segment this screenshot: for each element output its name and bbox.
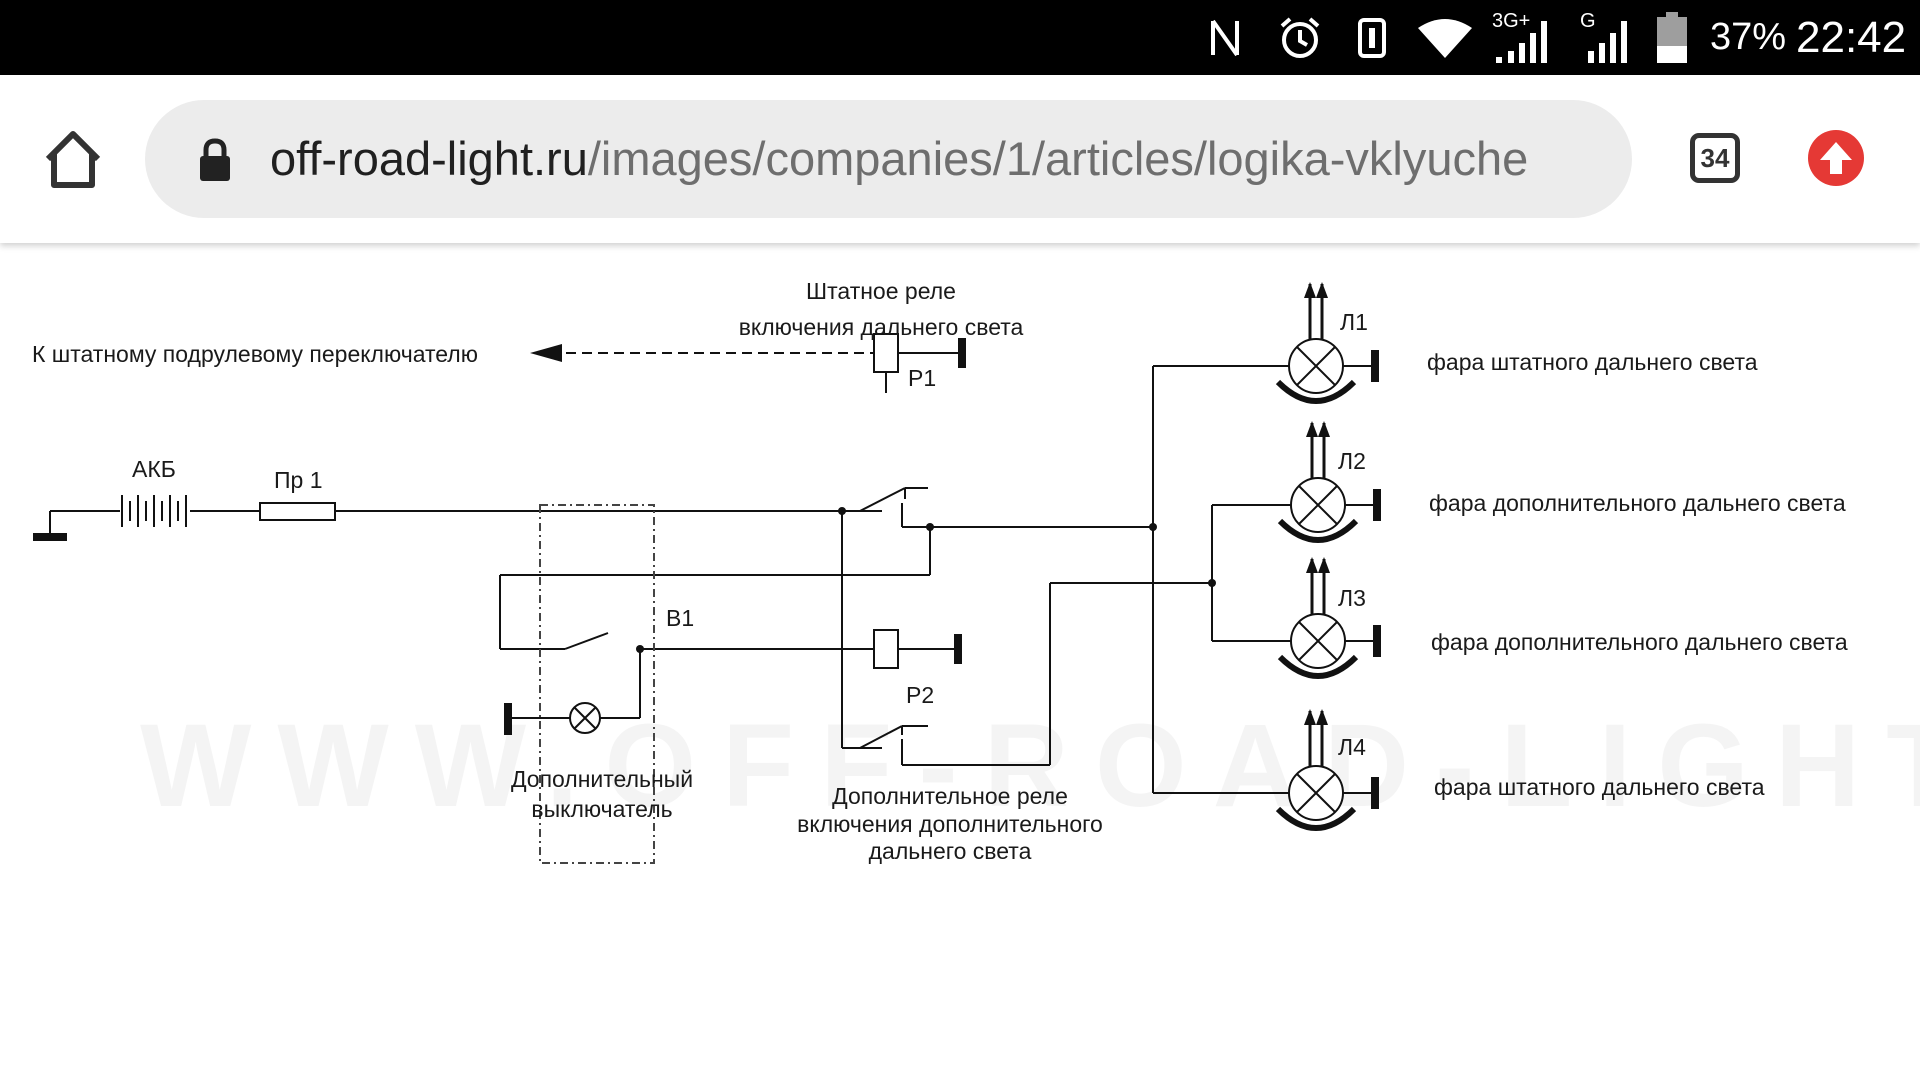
relay1-title-line1: Штатное реле	[806, 278, 956, 304]
wiring-diagram: WWW.OFF-ROAD-LIGHT.RU	[0, 243, 1920, 1080]
lamp-l4-description: фара штатного дальнего света	[1434, 774, 1765, 800]
fuse-label: Пр 1	[274, 467, 323, 493]
lamp-l3	[1280, 557, 1381, 676]
network-g-label: G	[1580, 10, 1596, 32]
url-text: off-road-light.ru/images/companies/1/art…	[270, 100, 1528, 218]
relay2-title-line1: Дополнительное реле	[832, 783, 1068, 809]
switch-title-line1: Дополнительный	[510, 766, 694, 792]
lamp-l4-id: Л4	[1338, 734, 1366, 760]
status-bar: 3G+ G 37% 22:42	[0, 0, 1920, 75]
signal-g-icon: G	[1580, 0, 1636, 75]
tab-switcher-button[interactable]: 34	[1690, 133, 1740, 183]
clock-time: 22:42	[1796, 12, 1907, 62]
lock-icon	[200, 138, 230, 181]
lamp-l1-description: фара штатного дальнего света	[1427, 349, 1758, 375]
relay2-title-line2: включения дополнительного	[797, 810, 1103, 837]
relay2-title-line3: дальнего света	[868, 838, 1032, 865]
network-3g-label: 3G+	[1492, 10, 1531, 32]
lamp-l3-id: Л3	[1338, 585, 1366, 611]
switch-id: В1	[666, 605, 695, 631]
home-icon	[45, 131, 101, 188]
battery-percent: 37%	[1710, 16, 1787, 58]
wifi-icon	[1416, 0, 1474, 75]
address-bar[interactable]: off-road-light.ru/images/companies/1/art…	[145, 100, 1632, 218]
signal-3g-icon: 3G+	[1492, 0, 1556, 75]
lamp-l4	[1278, 709, 1379, 828]
battery-label: АКБ	[132, 456, 176, 482]
arrow-up-icon	[1820, 142, 1852, 174]
vibrate-icon	[1356, 0, 1388, 75]
circuit-svg	[33, 243, 1920, 864]
lamp-l1	[1278, 282, 1379, 401]
nfc-icon	[1208, 0, 1242, 75]
alarm-icon	[1278, 0, 1322, 75]
url-path: /images/companies/1/articles/logika-vkly…	[587, 132, 1529, 185]
lamp-l2	[1280, 421, 1381, 540]
relay1-title: Штатное реле включения дальнего света	[726, 278, 1036, 341]
relay1-title-line2: включения дальнего света	[738, 313, 1024, 340]
url-host: off-road-light.ru	[270, 132, 588, 185]
lamp-l3-description: фара дополнительного дальнего света	[1431, 629, 1848, 655]
steering-switch-label: К штатному подрулевому переключателю	[32, 341, 478, 367]
relay2-title: Дополнительное реле включения дополнител…	[760, 783, 1140, 866]
update-button[interactable]	[1808, 130, 1864, 186]
battery-icon	[1656, 0, 1688, 75]
lamp-l2-id: Л2	[1338, 448, 1366, 474]
relay2-id: Р2	[906, 682, 935, 708]
browser-toolbar: off-road-light.ru/images/companies/1/art…	[0, 75, 1920, 243]
lamp-l1-id: Л1	[1340, 309, 1368, 335]
switch-title-line2: выключатель	[531, 795, 673, 822]
lamp-l2-description: фара дополнительного дальнего света	[1429, 490, 1846, 516]
relay1-id: Р1	[908, 365, 937, 391]
switch-title: Дополнительный выключатель	[482, 766, 722, 823]
home-button[interactable]	[38, 125, 108, 195]
